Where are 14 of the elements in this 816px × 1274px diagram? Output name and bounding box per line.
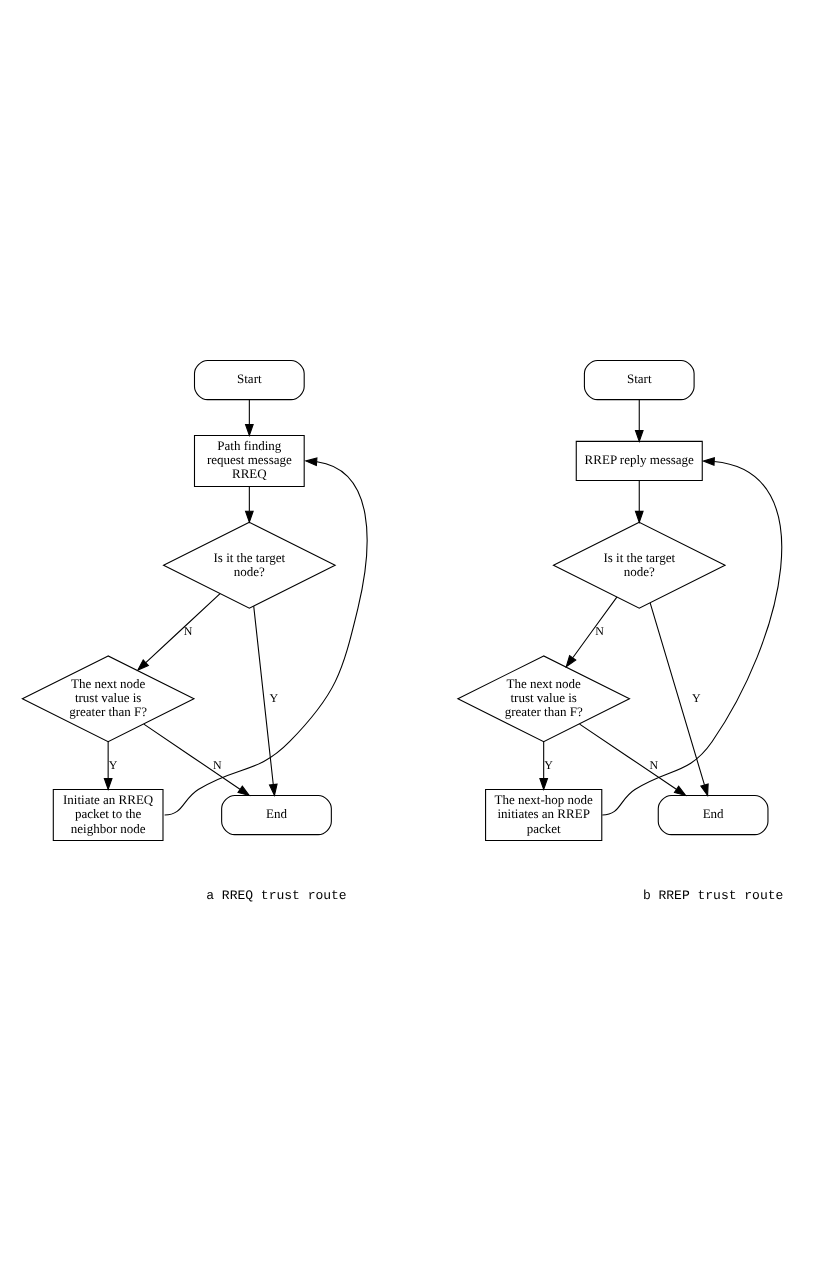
- arrow: [243, 398, 253, 437]
- arrow: [633, 479, 643, 523]
- arrow: [648, 601, 708, 797]
- arrow: [243, 485, 253, 523]
- arrow: [135, 592, 220, 671]
- arrow: [578, 722, 686, 796]
- arrow: [564, 595, 617, 667]
- arrow: [252, 604, 277, 797]
- arrow: [163, 456, 367, 815]
- arrow: [102, 740, 112, 791]
- arrow: [538, 740, 548, 791]
- arrow: [600, 455, 782, 815]
- arrow: [142, 722, 250, 796]
- arrow: [633, 398, 643, 442]
